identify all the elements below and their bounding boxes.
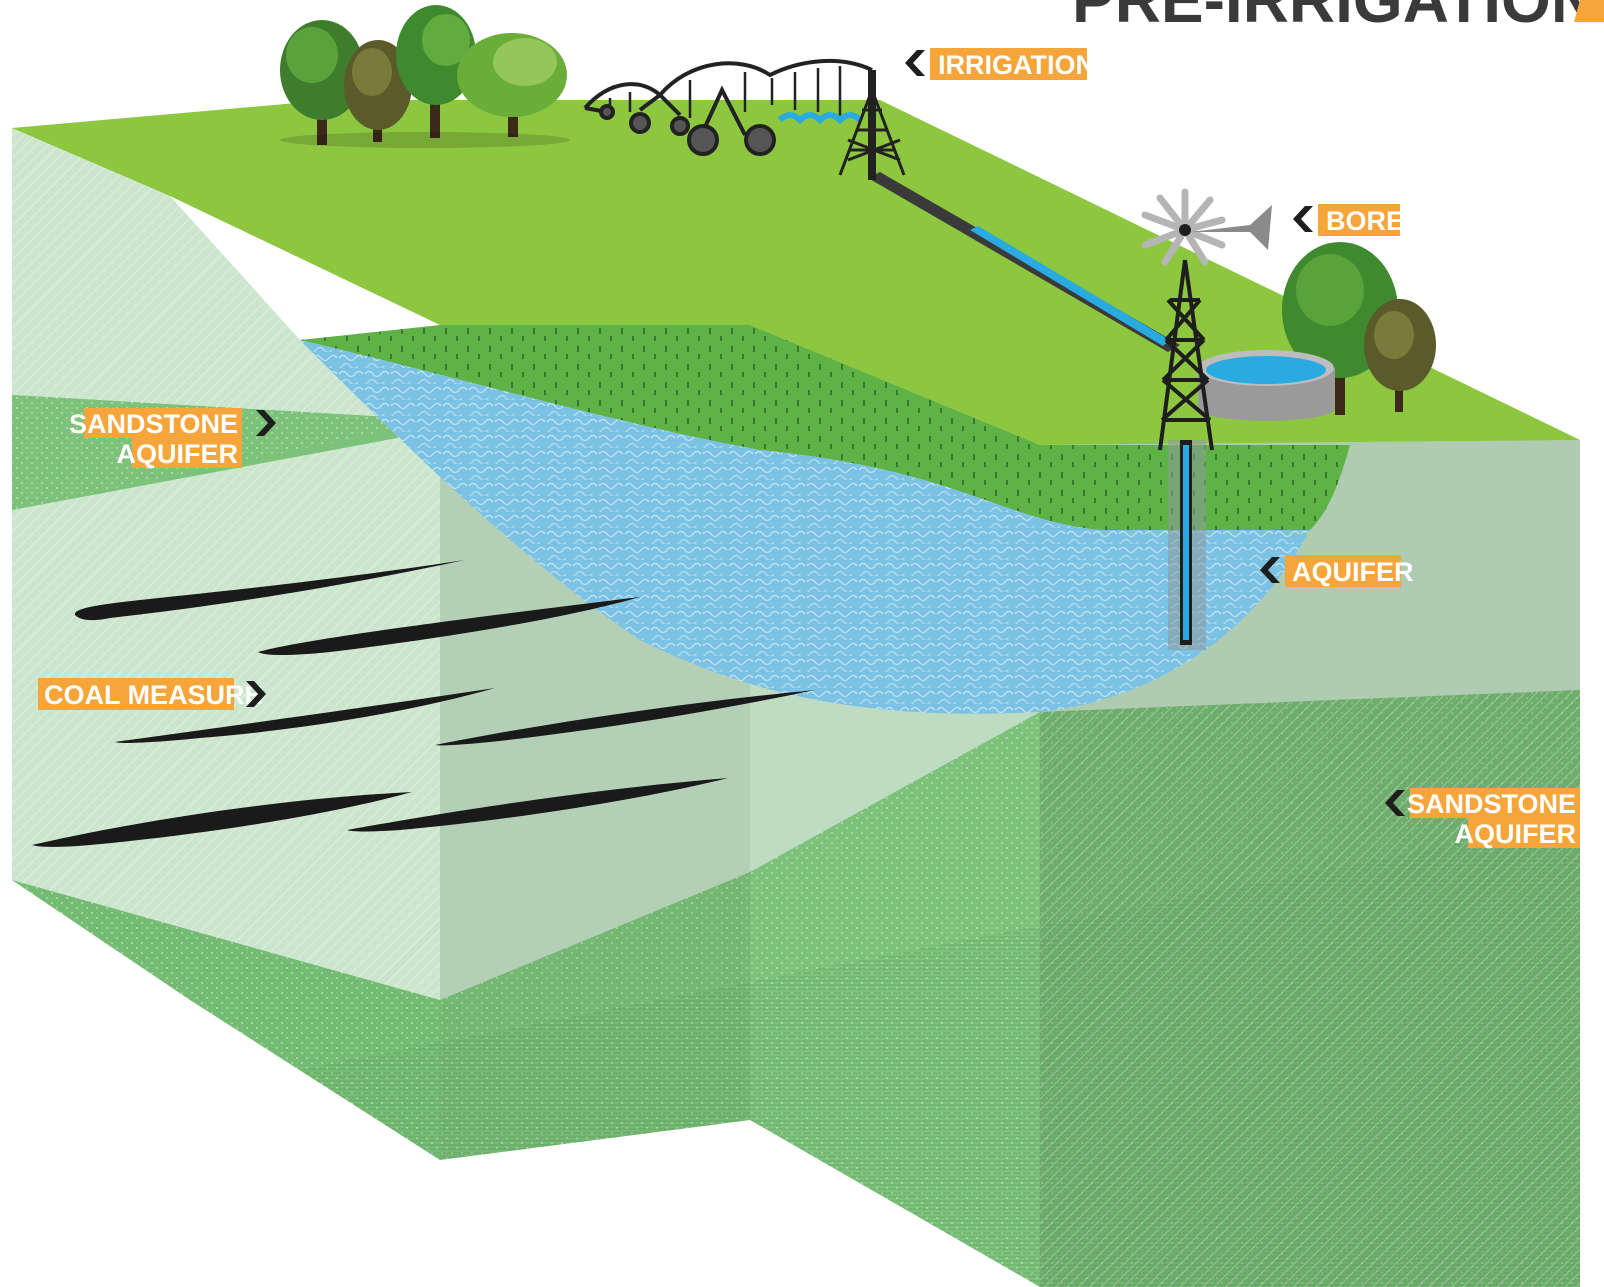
chevron-left-icon (1385, 790, 1405, 816)
chevron-left-icon (1293, 206, 1313, 232)
chevron-right-icon (256, 410, 276, 436)
coal-seam (32, 792, 412, 847)
tree-icon (1364, 299, 1436, 412)
label-sandstone-aquifer-right: SANDSTONE AQUIFER (1385, 788, 1580, 849)
coal-seam (115, 688, 495, 743)
label-bore: BORE (1293, 204, 1404, 236)
coal-seams (32, 560, 815, 847)
label-sandstone-aquifer-left: SANDSTONE AQUIFER (69, 408, 276, 469)
tree-icon (344, 40, 412, 142)
diagram-title: PRE-IRRIGATION (1072, 0, 1604, 36)
label-background (132, 438, 242, 468)
label-irrigation: IRRIGATION (905, 48, 1095, 80)
coal-seam (258, 597, 640, 655)
label-background (1468, 818, 1580, 848)
chevron-right-icon (246, 681, 266, 707)
label-background (1285, 555, 1401, 587)
label-aquifer: AQUIFER (1260, 555, 1414, 587)
label-text: AQUIFER (1292, 557, 1414, 587)
center-pivot-irrigator-icon (583, 59, 906, 180)
shallow-aquifer (300, 340, 1310, 714)
label-background (1410, 788, 1580, 818)
coal-seam (347, 778, 728, 832)
title-text: PRE-IRRIGATION (1072, 0, 1597, 36)
title-accent-icon (1574, 0, 1604, 22)
bore-casing-icon (1168, 440, 1206, 650)
chevron-left-icon (905, 50, 925, 76)
label-background (930, 48, 1087, 80)
label-text: SANDSTONE (69, 409, 238, 439)
label-background (38, 678, 234, 710)
label-background (1318, 204, 1400, 236)
coal-seam (435, 690, 815, 746)
tree-group-left (280, 5, 570, 148)
label-coal-measure: COAL MEASURE (38, 678, 266, 710)
label-text: COAL MEASURE (44, 680, 263, 710)
tree-icon (457, 33, 567, 137)
label-background (84, 408, 242, 438)
label-text: BORE (1326, 206, 1404, 236)
water-tank-icon (1198, 350, 1335, 421)
chevron-left-icon (1260, 557, 1280, 583)
label-text: SANDSTONE (1407, 789, 1576, 819)
coal-seam (74, 560, 465, 621)
windmill-icon (1141, 188, 1272, 451)
label-text: IRRIGATION (938, 50, 1095, 80)
tree-group-right (1282, 242, 1436, 415)
label-text: AQUIFER (117, 439, 239, 469)
label-text: AQUIFER (1455, 819, 1577, 849)
tree-icon (280, 20, 364, 145)
tree-icon (396, 5, 476, 138)
irrigation-pipe (868, 172, 1180, 352)
